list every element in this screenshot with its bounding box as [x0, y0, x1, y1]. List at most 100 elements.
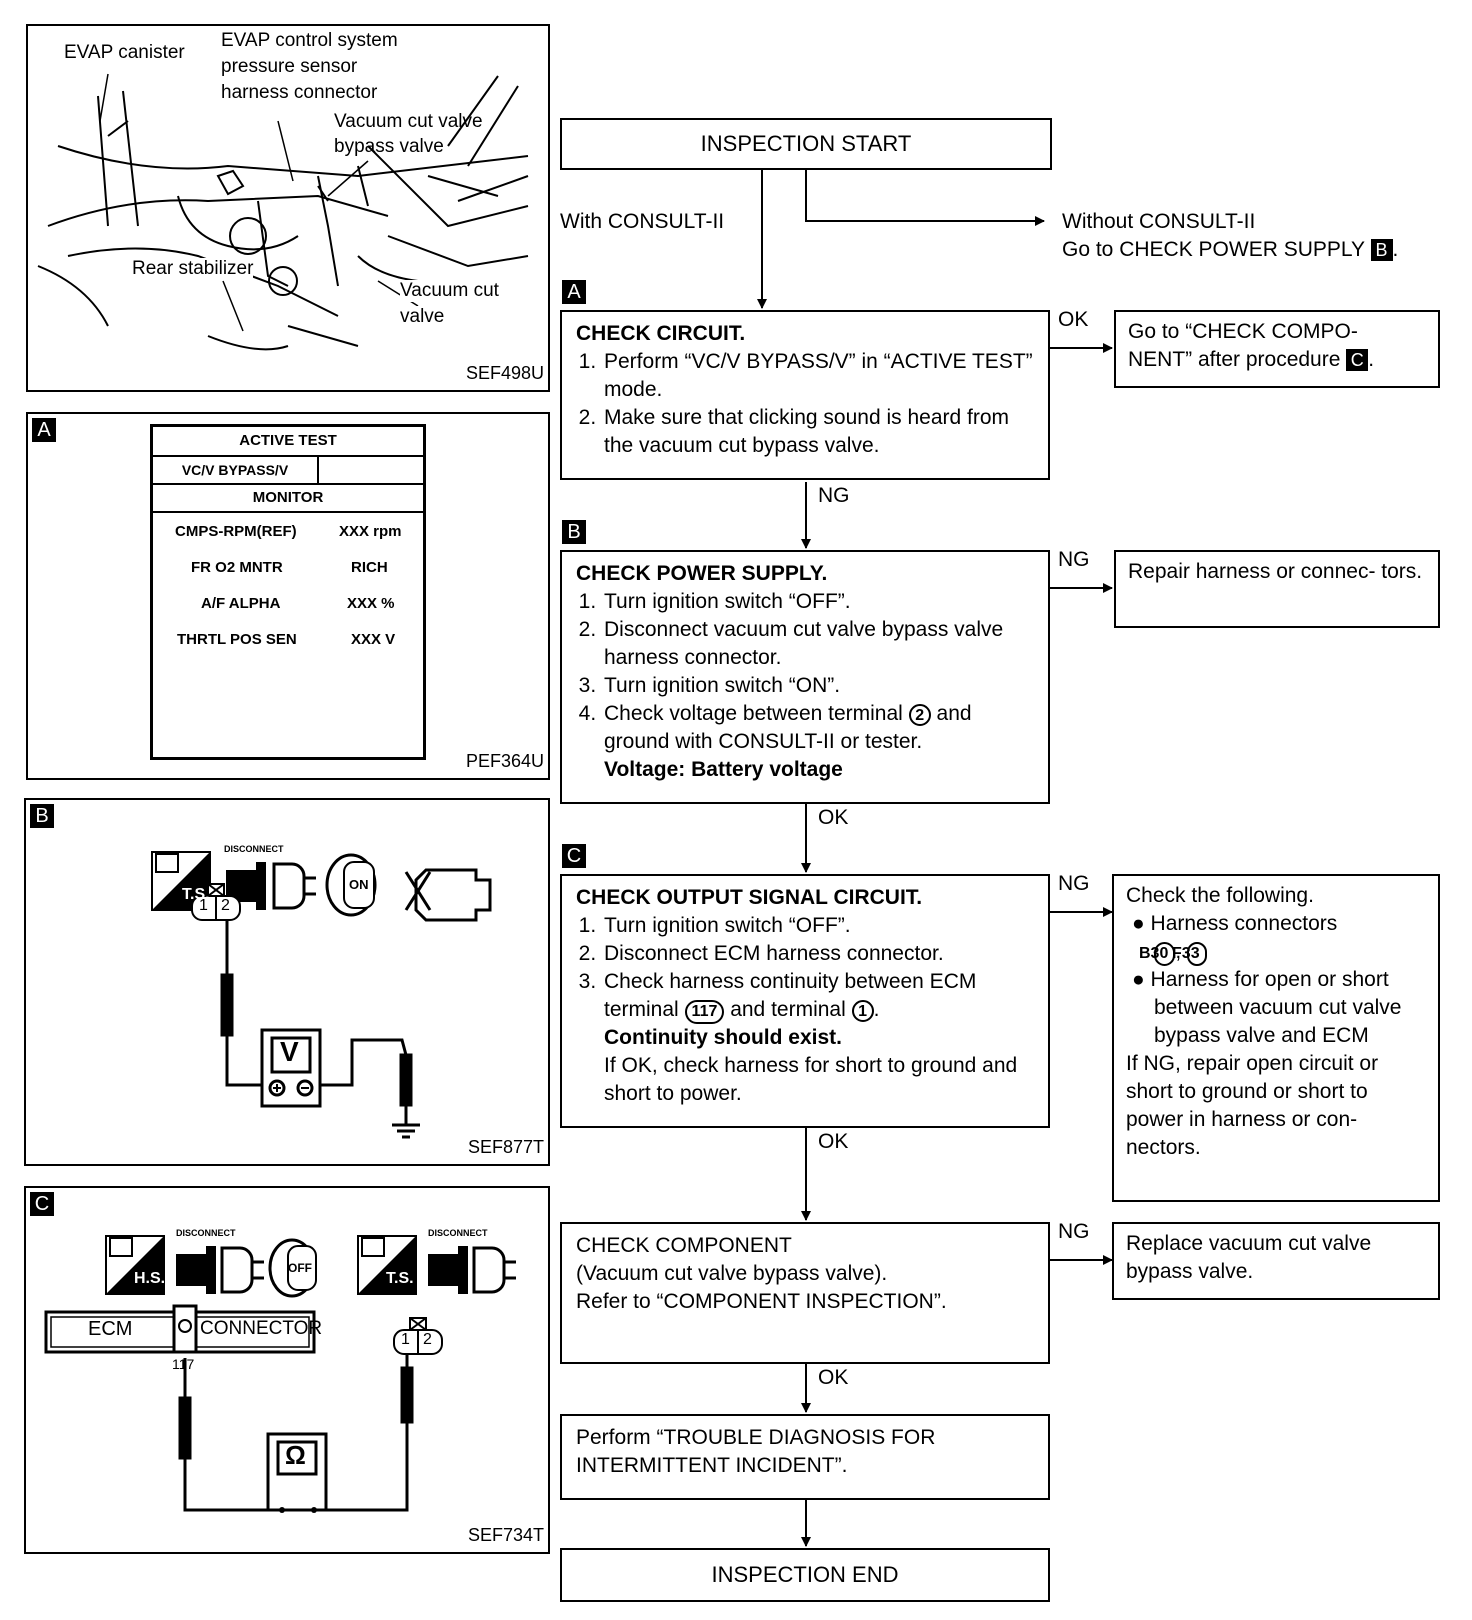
panel-badge: A	[32, 418, 56, 442]
continuity-spec: Continuity should exist.	[604, 1026, 843, 1049]
check-circuit-box: CHECK CIRCUIT. Perform “VC/V BYPASS/V” i…	[560, 310, 1050, 480]
step4-text: and ground with CONSULT-II or tester.	[604, 702, 972, 753]
bullet-harness-open-short: ● Harness for open or short between vacu…	[1132, 968, 1402, 1047]
pin-1: 1	[401, 1331, 410, 1348]
ignition-key-off-icon	[268, 1238, 317, 1298]
terminal-2-symbol: 2	[908, 704, 931, 726]
ng-label: NG	[1058, 1220, 1090, 1243]
label-bypass-valve: bypass valve	[334, 136, 444, 157]
monitor-row-name: FR O2 MNTR	[191, 559, 283, 576]
go-power-supply-text: Go to CHECK POWER SUPPLY	[1062, 238, 1365, 261]
check-component-line: (Vacuum cut valve bypass valve).	[576, 1262, 888, 1285]
voltmeter-label: V	[280, 1036, 299, 1067]
label-vacuum-cut: Vacuum cut	[400, 280, 499, 302]
pin-2: 2	[423, 1331, 432, 1348]
ohmmeter-label: Ω	[285, 1440, 306, 1470]
disconnect-label: DISCONNECT	[176, 1228, 236, 1238]
ok-label: OK	[1058, 308, 1089, 331]
check-power-title: CHECK POWER SUPPLY.	[576, 562, 828, 585]
ecm-connector	[44, 1304, 316, 1354]
ok-label: OK	[818, 806, 849, 829]
with-consult-label: With CONSULT-II	[560, 210, 725, 233]
figure-ref: SEF498U	[465, 363, 544, 383]
label-evap-canister: EVAP canister	[64, 42, 185, 63]
disconnect-label: DISCONNECT	[428, 1228, 488, 1238]
disconnect-icon	[176, 1246, 264, 1294]
bullet-text: Harness connectors	[1150, 912, 1338, 935]
step3-text: and terminal	[730, 998, 846, 1021]
step-item: Turn ignition switch “OFF”.	[602, 912, 1034, 940]
figure-ref: SEF734T	[467, 1525, 544, 1545]
step-c-badge: C	[1346, 349, 1369, 372]
pin-2: 2	[221, 897, 230, 914]
voltmeter	[260, 1028, 322, 1108]
check-component-title: CHECK COMPONENT	[576, 1234, 792, 1257]
ts-label: T.S.	[182, 886, 210, 903]
terminal-117-symbol: 117	[684, 1000, 725, 1024]
check-output-signal-box: CHECK OUTPUT SIGNAL CIRCUIT. Turn igniti…	[560, 874, 1050, 1128]
step-item: Make sure that clicking sound is heard f…	[602, 404, 1034, 460]
on-label: ON	[349, 877, 369, 892]
check-output-steps: Turn ignition switch “OFF”. Disconnect E…	[576, 912, 1034, 1108]
wiring-drawing	[44, 1235, 516, 1513]
disconnect-icon	[428, 1246, 516, 1294]
panel-b-power-check: B	[24, 798, 550, 1166]
screen-header: ACTIVE TEST	[153, 427, 423, 457]
screen-item: VC/V BYPASS/V	[153, 457, 319, 485]
go-power-supply-label: Go to CHECK POWER SUPPLY B.	[1062, 238, 1399, 262]
step-item: Perform “VC/V BYPASS/V” in “ACTIVE TEST”…	[602, 348, 1034, 404]
hs-label: H.S.	[134, 1270, 166, 1287]
step4-text: Check voltage between terminal	[604, 702, 903, 725]
screen-item-value	[319, 457, 423, 485]
bullet-text: Harness for open or short between vacuum…	[1150, 968, 1402, 1047]
step-a-badge: A	[562, 280, 586, 304]
check-component-box: CHECK COMPONENT (Vacuum cut valve bypass…	[560, 1222, 1050, 1364]
engine-off-icon	[404, 868, 492, 922]
disconnect-icon	[226, 862, 316, 910]
output-note: If OK, check harness for short to ground…	[604, 1054, 1018, 1105]
step-item: Check harness continuity between ECM ter…	[602, 968, 1034, 1108]
check-circuit-title: CHECK CIRCUIT.	[576, 322, 746, 345]
consult-screen: ACTIVE TEST VC/V BYPASS/V MONITOR CMPS-R…	[150, 424, 426, 760]
engine-drawing	[37, 73, 529, 351]
ng-label: NG	[1058, 548, 1090, 571]
disconnect-label: DISCONNECT	[224, 844, 284, 854]
engine-illustration-panel: EVAP canister EVAP control system pressu…	[26, 24, 550, 392]
connector-b30-symbol: B30	[1139, 942, 1176, 966]
step-item: Check voltage between terminal 2 and gro…	[602, 700, 1034, 784]
without-consult-label: Without CONSULT-II	[1062, 210, 1256, 233]
panel-badge: B	[30, 804, 54, 828]
ok-label: OK	[818, 1130, 849, 1153]
replace-valve-box: Replace vacuum cut valve bypass valve.	[1112, 1222, 1440, 1300]
pin-1: 1	[199, 897, 208, 914]
off-label: OFF	[288, 1261, 312, 1275]
connector-f33-symbol: F33	[1172, 942, 1207, 966]
inspection-end-box: INSPECTION END	[560, 1548, 1050, 1602]
monitor-row-value: XXX rpm	[339, 523, 402, 540]
goto-component-line2: NENT” after procedure C.	[1128, 348, 1375, 372]
panel-badge: C	[30, 1192, 54, 1216]
check-circuit-steps: Perform “VC/V BYPASS/V” in “ACTIVE TEST”…	[576, 348, 1034, 460]
terminal-1-symbol: 1	[851, 1000, 874, 1022]
step3-text: Check harness continuity between ECM ter…	[604, 970, 977, 1021]
ohmmeter	[266, 1432, 328, 1512]
check-power-supply-box: CHECK POWER SUPPLY. Turn ignition switch…	[560, 550, 1050, 804]
ok-label: OK	[818, 1366, 849, 1389]
step-item: Disconnect ECM harness connector.	[602, 940, 1034, 968]
monitor-row-value: XXX %	[347, 595, 395, 612]
check-power-steps: Turn ignition switch “OFF”. Disconnect v…	[576, 588, 1034, 784]
figure-ref: SEF877T	[467, 1137, 544, 1157]
check-following-box: Check the following. ● Harness connector…	[1112, 874, 1440, 1202]
step-item: Disconnect vacuum cut valve bypass valve…	[602, 616, 1034, 672]
trouble-diagnosis-box: Perform “TROUBLE DIAGNOSIS FOR INTERMITT…	[560, 1414, 1050, 1500]
step-b-badge: B	[1370, 239, 1393, 262]
screen-monitor: MONITOR	[153, 485, 423, 513]
ecm-label: ECM	[88, 1318, 133, 1340]
check-output-title: CHECK OUTPUT SIGNAL CIRCUIT.	[576, 886, 923, 909]
hs-icon	[105, 1235, 165, 1295]
monitor-row-value: XXX V	[351, 631, 396, 648]
goto-component-line1: Go to “CHECK COMPO-	[1128, 320, 1358, 343]
label-pressure-sensor: pressure sensor	[221, 56, 358, 77]
label-valve: valve	[400, 306, 445, 328]
